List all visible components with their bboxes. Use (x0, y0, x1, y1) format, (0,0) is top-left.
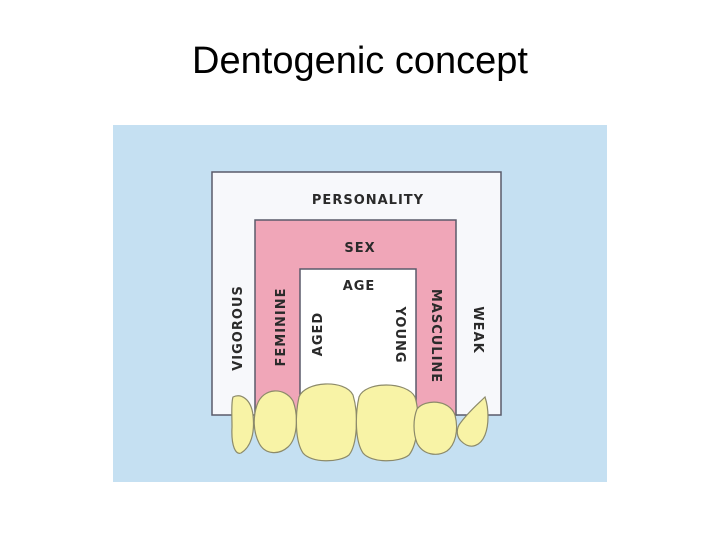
label-aged: AGED (311, 312, 326, 356)
slide-title: Dentogenic concept (192, 40, 528, 82)
label-weak: WEAK (470, 306, 485, 353)
tooth-right-lateral (413, 401, 458, 455)
label-personality: PERSONALITY (312, 193, 424, 208)
diagram-svg: PERSONALITY SEX AGE VIGOROUS FEMININE AG… (113, 125, 607, 482)
label-age: AGE (343, 279, 376, 294)
label-masculine: MASCULINE (428, 289, 443, 383)
label-sex: SEX (344, 241, 375, 256)
tooth-left-canine (231, 395, 255, 454)
label-feminine: FEMININE (274, 287, 289, 366)
dentogenic-diagram: PERSONALITY SEX AGE VIGOROUS FEMININE AG… (113, 125, 607, 482)
tooth-right-canine (456, 395, 489, 447)
label-young: YOUNG (392, 305, 407, 363)
tooth-right-central (355, 384, 419, 462)
tooth-left-lateral (253, 390, 298, 454)
tooth-left-central (295, 383, 358, 462)
label-vigorous: VIGOROUS (231, 285, 246, 371)
